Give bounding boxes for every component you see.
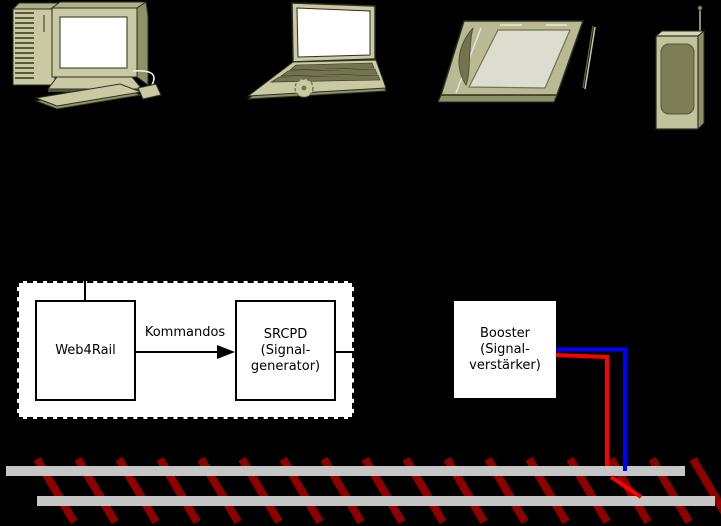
pda-icon	[437, 20, 596, 103]
srcpd-label-line: generator)	[250, 358, 321, 374]
web4rail-label: Web4Rail	[55, 342, 116, 358]
booster-label-line: (Signal-	[480, 341, 530, 357]
connector-web4rail-up	[84, 270, 86, 301]
wire-red	[555, 353, 643, 499]
track-rail-bottom	[37, 496, 715, 506]
booster-label-line: Booster	[479, 325, 531, 341]
connector-srcpd-booster	[336, 351, 454, 353]
booster-box: Booster (Signal- verstärker)	[454, 301, 556, 398]
srcpd-label-line: (Signal-	[260, 342, 311, 358]
srcpd-label-line: SRCPD	[263, 326, 308, 342]
booster-label-line: verstärker)	[469, 357, 541, 373]
srcpd-box: SRCPD (Signal- generator)	[235, 300, 336, 401]
track-rail-top	[6, 466, 685, 476]
laptop-icon	[246, 2, 387, 100]
wire-blue	[556, 347, 627, 471]
arrow-label: Kommandos	[144, 325, 226, 340]
arrowhead-icon	[217, 345, 235, 359]
kommandos-arrow-line	[136, 351, 218, 353]
railroad-track-icon	[6, 456, 721, 525]
mobile-phone-icon	[654, 5, 706, 131]
web4rail-box: Web4Rail	[35, 300, 136, 401]
desktop-computer-icon	[11, 1, 162, 110]
